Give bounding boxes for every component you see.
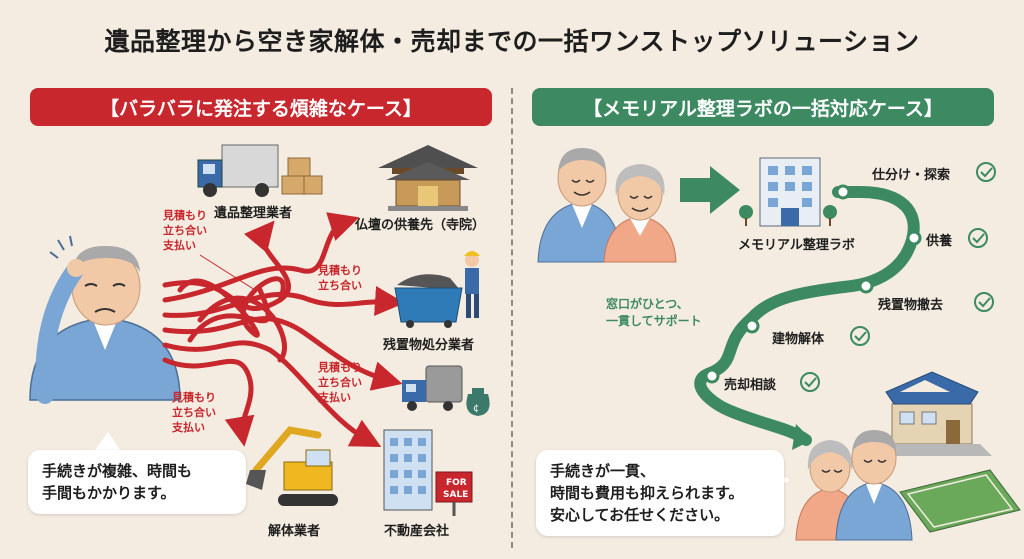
arrow-to-company-icon [680,166,740,214]
office-building-icon [383,429,433,511]
label-estate-cleanup: 遺品整理業者 [214,206,293,221]
label-company: メモリアル整理ラボ [738,238,855,253]
dumpster-icon [394,274,463,328]
temple-icon [378,145,478,211]
worried-man-icon [29,235,181,404]
path-nodes [704,184,922,384]
sign-text-for: FOR [446,478,467,488]
staff-couple-icon [795,430,913,541]
worker-icon [464,251,480,318]
empty-lot-icon [899,469,1021,533]
check-icons [800,162,996,392]
for-sale-sign-icon [435,471,473,516]
note-top: 見積もり 立ち合い 支払い [163,209,207,252]
note-mid: 見積もり 立ち合い [318,264,362,292]
note-right: 見積もり 立ち合い 支払い [318,361,362,404]
label-buddhist-altar: 仏壇の供養先（寺院） [355,218,486,233]
money-bag-icon [466,388,490,416]
garbage-truck-icon [402,365,463,411]
right-speech-bubble: 手続きが一貫、 時間も費用も抑えられます。 安心してお任せください。 [536,450,784,536]
step-sorting: 仕分け・探索 [872,168,951,183]
company-building-icon [739,157,837,227]
page-title: 遺品整理から空き家解体・売却までの一括ワンストップソリューション [104,27,920,56]
label-real-estate: 不動産会社 [384,524,450,539]
left-speech-bubble: 手続きが複雑、時間も 手間もかかります。 [28,450,246,514]
left-bubble-tail [95,432,120,450]
label-waste-disposal: 残置物処分業者 [383,338,475,353]
check-icon [976,162,996,182]
elderly-couple-icon [537,148,677,263]
right-banner: 【メモリアル整理ラボの一括対応ケース】 [532,88,994,126]
one-window-note: 窓口がひとつ、 一貫してサポート [606,297,702,328]
check-icon [974,292,994,312]
step-demolition: 建物解体 [772,332,825,347]
check-icon [968,228,988,248]
moving-truck-icon [197,144,279,197]
sign-text-sale: SALE [443,490,468,500]
left-banner: 【バラバラに発注する煩雑なケース】 [30,88,492,126]
center-divider [511,88,513,548]
step-memorial: 供養 [926,234,953,249]
house-icon [880,371,992,456]
check-icon [850,326,870,346]
tangled-arrows [162,212,405,447]
process-path [694,186,920,446]
money-bag-mark: ¢ [473,403,479,414]
step-removal: 残置物撤去 [878,298,944,313]
cardboard-boxes-icon [281,157,323,195]
step-sale: 売却相談 [724,378,777,393]
note-bottom: 見積もり 立ち合い 支払い [172,391,216,434]
excavator-icon [246,426,338,506]
label-demolition: 解体業者 [268,524,321,539]
check-icon [800,372,820,392]
